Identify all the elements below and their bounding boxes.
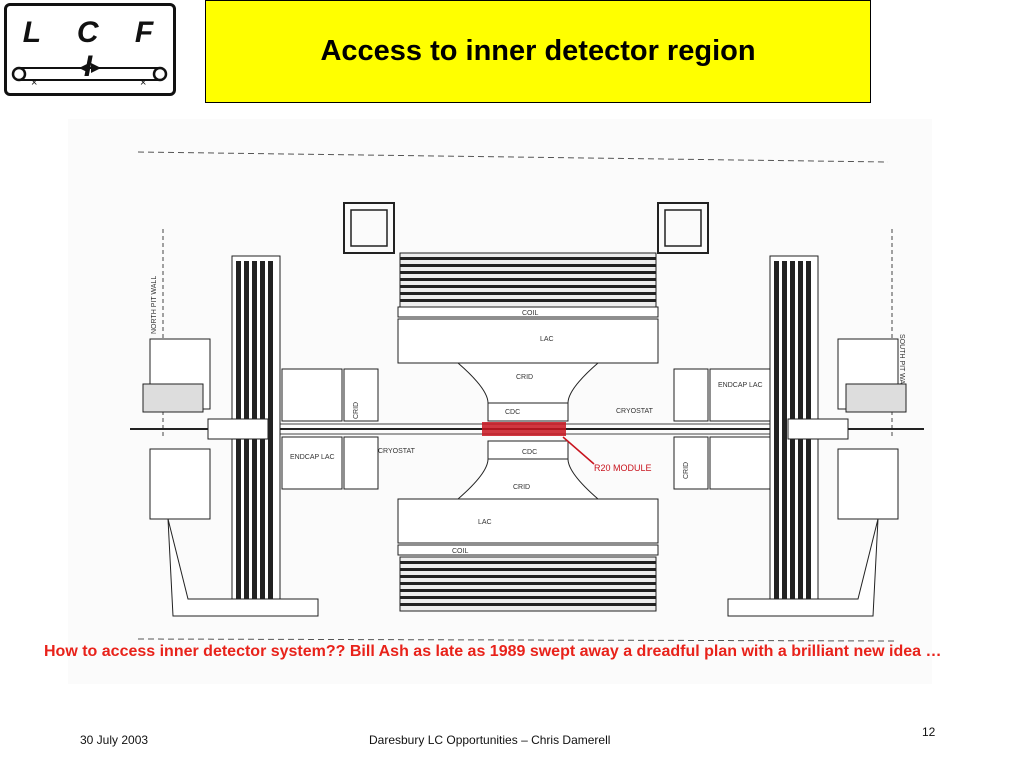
endcap-lac-left-label: ENDCAP LAC xyxy=(290,454,335,461)
cdc-bottom-label: CDC xyxy=(522,449,537,456)
cryostat-right-label: CRYOSTAT xyxy=(616,408,654,415)
crid-right-label: CRID xyxy=(683,462,690,479)
lac-top-label: LAC xyxy=(540,336,554,343)
detector-schematic: NORTH PIT WALL SOUTH PIT WALL xyxy=(130,151,924,642)
footer-event: Daresbury LC Opportunities – Chris Damer… xyxy=(369,733,611,747)
lcfi-logo: L C F I × × xyxy=(4,3,176,96)
bottom-iron xyxy=(399,556,657,612)
page-title: Access to inner detector region xyxy=(320,35,756,67)
top-iron xyxy=(399,252,657,308)
r20-module-label: R20 MODULE xyxy=(594,463,652,473)
detector-drawing: NORTH PIT WALL SOUTH PIT WALL xyxy=(68,119,932,684)
caption-text: How to access inner detector system?? Bi… xyxy=(44,643,942,660)
page-number: 12 xyxy=(922,725,936,739)
crid-bottom-label: CRID xyxy=(513,484,530,491)
coil-bottom-label: COIL xyxy=(452,548,468,555)
crid-left-label: CRID xyxy=(353,402,360,419)
coil-top-label: COIL xyxy=(522,310,538,317)
lac-bottom-label: LAC xyxy=(478,519,492,526)
r20-module-highlight xyxy=(482,422,566,436)
left-endcap: ENDCAP LAC CRYOSTAT CRID xyxy=(142,255,416,617)
logo-emblem-icon: × × xyxy=(11,63,168,89)
svg-text:×: × xyxy=(140,77,146,89)
svg-text:×: × xyxy=(31,77,37,89)
footer-date: 30 July 2003 xyxy=(80,733,149,747)
title-box: Access to inner detector region xyxy=(205,0,871,103)
crid-top-label: CRID xyxy=(516,374,533,381)
cryostat-left-label: CRYOSTAT xyxy=(378,448,416,455)
right-endcap: ENDCAP LAC CRYOSTAT CRID xyxy=(616,255,907,617)
south-pit-wall-label: SOUTH PIT WALL xyxy=(898,334,905,392)
endcap-lac-right-label: ENDCAP LAC xyxy=(718,382,763,389)
north-pit-wall-label: NORTH PIT WALL xyxy=(151,276,158,334)
cdc-top-label: CDC xyxy=(505,409,520,416)
